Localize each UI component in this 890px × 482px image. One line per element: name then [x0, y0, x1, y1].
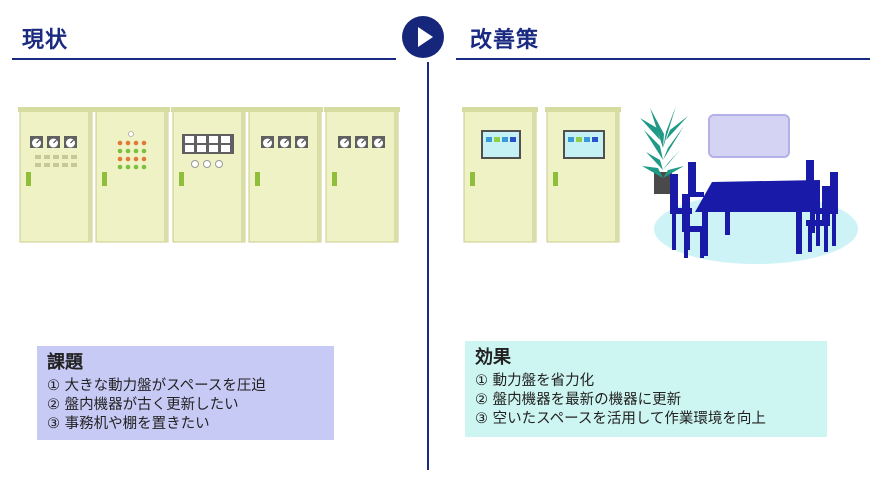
left-heading-rule — [12, 58, 396, 60]
issue-item: ② 盤内機器が古く更新したい — [47, 397, 239, 413]
issues-box: 課題 ① 大きな動力盤がスペースを圧迫 ② 盤内機器が古く更新したい ③ 事務机… — [37, 346, 334, 440]
issue-item: ① 大きな動力盤がスペースを圧迫 — [47, 378, 266, 394]
meeting-table-icon — [670, 160, 838, 258]
effect-item: ② 盤内機器を最新の機器に更新 — [475, 392, 682, 408]
play-arrow-icon — [402, 16, 444, 58]
improvement-heading: 改善策 — [470, 28, 540, 53]
potted-plant-icon — [640, 106, 688, 194]
power-cabinet-icon — [323, 106, 401, 243]
power-cabinet-icon — [461, 106, 539, 243]
power-cabinet-icon — [93, 106, 171, 243]
power-cabinet-icon — [544, 106, 622, 243]
section-divider — [427, 62, 429, 470]
issues-title: 課題 — [47, 352, 83, 373]
power-cabinet-icon — [170, 106, 248, 243]
power-cabinet-icon — [17, 106, 95, 243]
issue-item: ③ 事務机や棚を置きたい — [47, 416, 210, 432]
whiteboard-icon — [708, 114, 790, 158]
current-state-heading: 現状 — [22, 28, 69, 53]
power-cabinet-icon — [246, 106, 324, 243]
effects-box: 効果 ① 動力盤を省力化 ② 盤内機器を最新の機器に更新 ③ 空いたスペースを活… — [465, 341, 827, 437]
effect-item: ① 動力盤を省力化 — [475, 373, 595, 389]
right-heading-rule — [456, 58, 870, 60]
effects-title: 効果 — [475, 347, 511, 368]
effect-item: ③ 空いたスペースを活用して作業環境を向上 — [475, 411, 766, 427]
